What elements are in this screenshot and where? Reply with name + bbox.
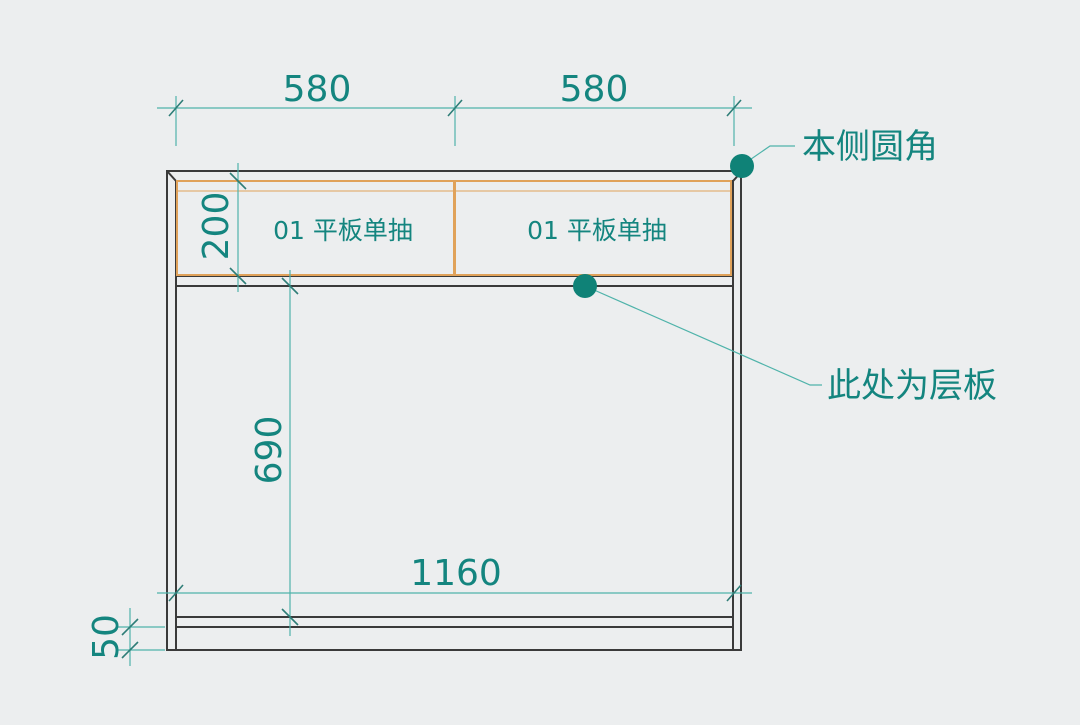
inner-width-tick-right — [726, 584, 742, 602]
drawer-right: 01 平板单抽 — [454, 180, 732, 276]
shelf-leader — [584, 285, 822, 386]
opening-height-label: 690 — [249, 416, 290, 485]
drawer-height-dimension: 200 — [196, 163, 247, 292]
base-tick-top — [121, 618, 139, 636]
drawer-right-front — [454, 180, 732, 276]
cabinet-outline — [166, 170, 742, 651]
opening-height-tick-bottom — [281, 608, 299, 626]
drawer-height-tick-top — [229, 172, 247, 190]
drawer-height-label: 200 — [196, 192, 237, 261]
base-tick-bottom — [121, 641, 139, 659]
bottom-panel — [175, 616, 734, 628]
top-tick-right — [726, 99, 742, 117]
callout-shelf: 此处为层板 — [573, 274, 997, 406]
rounded-corner-marker — [730, 154, 754, 178]
base-height-label: 50 — [86, 614, 127, 660]
drawer-height-tick-bottom — [229, 267, 247, 285]
top-tick-left — [168, 99, 184, 117]
top-width-dimension: 580 580 — [157, 69, 752, 146]
width-right-label: 580 — [560, 69, 629, 110]
shelf-panel — [175, 275, 734, 287]
drawer-right-label: 01 平板单抽 — [527, 216, 667, 245]
opening-height-tick-top — [281, 277, 299, 295]
shelf-marker — [573, 274, 597, 298]
drawer-left-label: 01 平板单抽 — [273, 216, 413, 245]
top-tick-mid — [447, 99, 463, 117]
callout-rounded-corner: 本侧圆角 — [730, 127, 938, 178]
base-height-dimension: 50 — [86, 608, 165, 666]
top-left-bevel — [166, 170, 177, 182]
inner-width-label: 1160 — [410, 553, 502, 594]
rounded-corner-label: 本侧圆角 — [802, 127, 938, 167]
inner-width-dimension: 1160 — [157, 553, 752, 602]
drawer-left: 01 平板单抽 — [176, 180, 455, 276]
shelf-label: 此处为层板 — [827, 366, 997, 406]
width-left-label: 580 — [283, 69, 352, 110]
inner-width-tick-left — [168, 584, 184, 602]
opening-height-dimension: 690 — [249, 270, 299, 636]
